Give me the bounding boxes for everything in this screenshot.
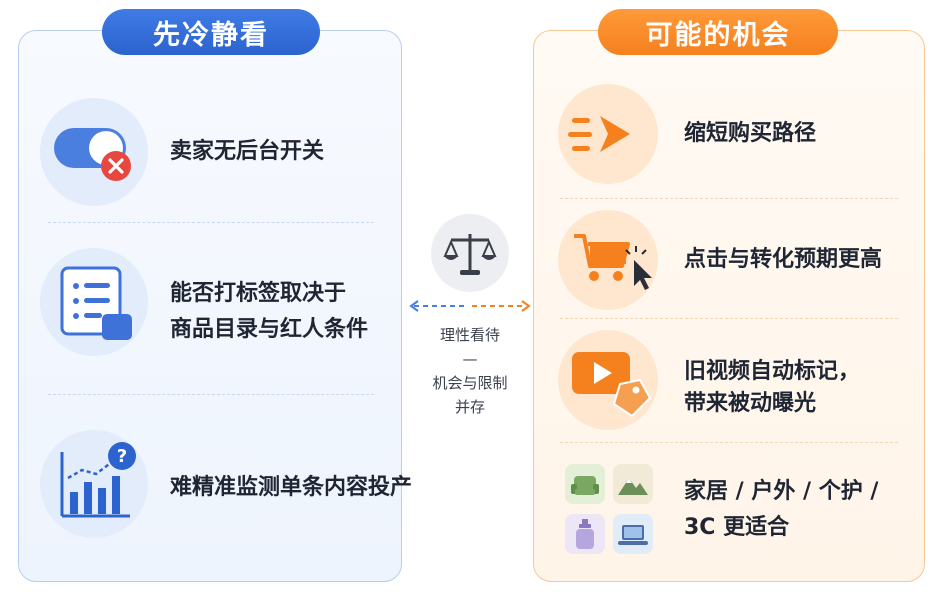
middle-caption-line1: 理性看待 [439,326,500,344]
toggle-off-icon [54,128,131,181]
fast-forward-icon [568,116,630,152]
middle-caption-dash: — [462,350,478,368]
left-item-3-text: 难精准监测单条内容投产 [170,475,413,500]
mountain-icon [613,464,653,504]
right-item-4-line2: 3C 更适合 [684,515,790,540]
right-divider-1 [560,198,898,199]
right-divider-3 [560,442,898,443]
right-panel-title: 可能的机会 [598,9,838,55]
double-arrow-icon [409,300,531,312]
bar-chart-question-icon: ? [60,442,136,518]
right-divider-2 [560,318,898,319]
right-item-2-text: 点击与转化预期更高 [684,247,883,272]
pump-bottle-icon [565,514,605,554]
right-item-1-text: 缩短购买路径 [684,121,817,146]
checklist-icon [60,266,132,340]
right-item-4-line1: 家居 / 户外 / 个护 / [684,479,879,504]
svg-text:?: ? [117,446,127,467]
armchair-icon [565,464,605,504]
left-item-1-text: 卖家无后台开关 [170,139,325,164]
left-item-2-line2: 商品目录与红人条件 [170,317,369,342]
left-item-2-line1: 能否打标签取决于 [170,281,347,306]
left-divider-1 [48,222,374,223]
right-item-3-line1: 旧视频自动标记， [684,359,861,384]
middle-caption-line3: 机会与限制 [432,374,508,392]
left-divider-2 [48,394,374,395]
left-panel-title: 先冷静看 [102,9,320,55]
video-tag-icon [572,352,652,418]
laptop-icon [613,514,653,554]
scale-icon [443,234,497,275]
cart-click-icon [574,234,652,290]
right-item-3-line2: 带来被动曝光 [684,391,817,416]
middle-caption-line4: 并存 [454,398,485,416]
